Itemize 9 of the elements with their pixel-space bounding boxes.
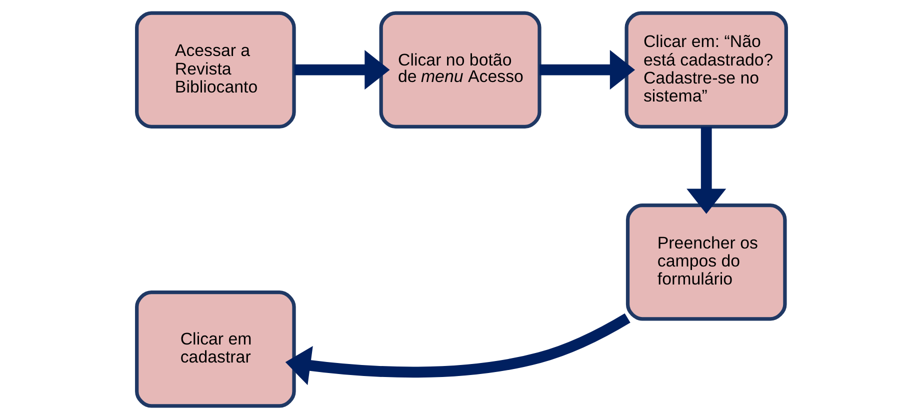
arrow: [294, 50, 390, 90]
node-box: Preencher os campos do formulário: [626, 203, 787, 321]
node-box: Acessar a Revista Bibliocanto: [135, 11, 296, 128]
arrow: [686, 126, 726, 214]
arrow: [540, 50, 636, 90]
node-box: Clicar em cadastrar: [135, 290, 296, 408]
node-box: Clicar em: “Não está cadastrado? Cadastre-se no sistema”: [624, 11, 788, 128]
arrow: [285, 313, 630, 386]
node-box: Clicar no botão de menu Acesso: [379, 11, 542, 128]
